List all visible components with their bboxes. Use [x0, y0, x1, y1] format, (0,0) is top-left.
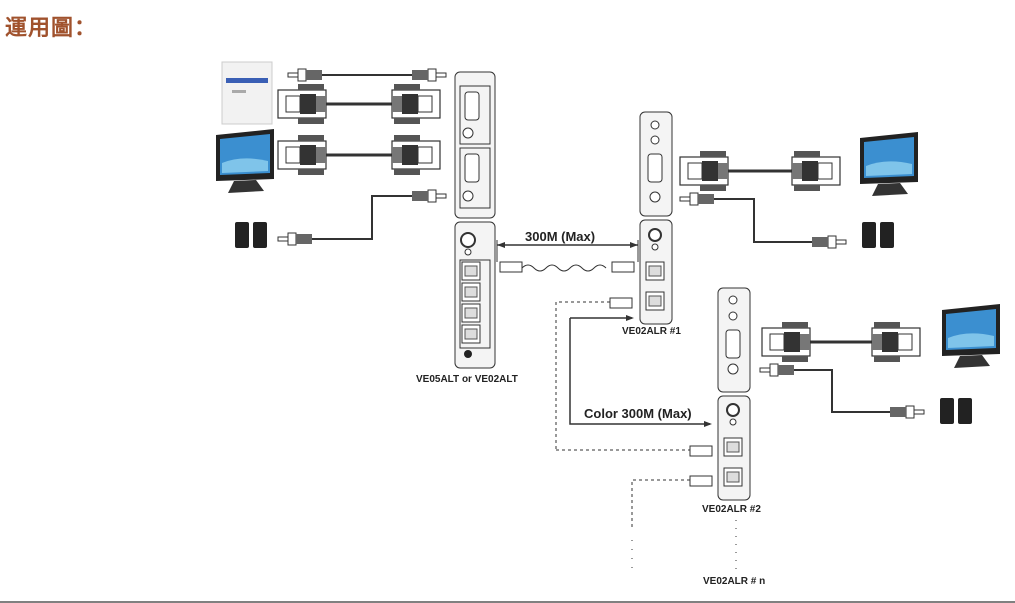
distance-label-2: Color 300M (Max) [584, 406, 692, 421]
receiver-2-label: VE02ALR #2 [702, 504, 761, 515]
source-vga-cable-1 [277, 83, 441, 125]
transmitter-device [454, 221, 496, 369]
distance-indicator-1 [496, 240, 639, 262]
cat5-cable-2 [555, 297, 713, 457]
receiver-2-speakers-icon [940, 398, 972, 424]
receiver-1-label: VE02ALR #1 [622, 326, 681, 337]
source-speaker-cable [277, 189, 447, 246]
computer-icon [221, 61, 273, 125]
cat5-cable-1 [499, 261, 635, 273]
receiver-2-io-panel [717, 287, 751, 393]
receiver-1-vga-cable [679, 150, 841, 192]
source-vga-cable-2 [277, 134, 441, 176]
receiver-2-vga-cable [761, 321, 921, 363]
receiver-1-monitor-icon [860, 132, 918, 196]
receiver-1-audio-cable [679, 192, 847, 249]
receiver-2-monitor-icon [942, 304, 1000, 368]
receiver-2-device [717, 395, 751, 501]
receiver-1-device [639, 219, 673, 325]
receiver-2-audio-cable [759, 363, 925, 419]
transmitter-label: VE05ALT or VE02ALT [416, 374, 518, 385]
page-heading: 運用圖： [5, 16, 98, 41]
bottom-divider [0, 601, 1015, 603]
receiver-1-speakers-icon [862, 222, 894, 248]
source-monitor-icon [216, 129, 274, 193]
receiver-1-io-panel [639, 111, 673, 217]
distance-label-1: 300M (Max) [525, 229, 595, 244]
transmitter-io-panel [454, 71, 496, 219]
source-speakers-icon [235, 222, 267, 248]
distance-indicator-2 [569, 315, 712, 427]
cat5-cable-3 [631, 475, 713, 575]
receiver-n-label: VE02ALR # n [703, 576, 765, 587]
source-audio-cable-top [287, 68, 447, 82]
